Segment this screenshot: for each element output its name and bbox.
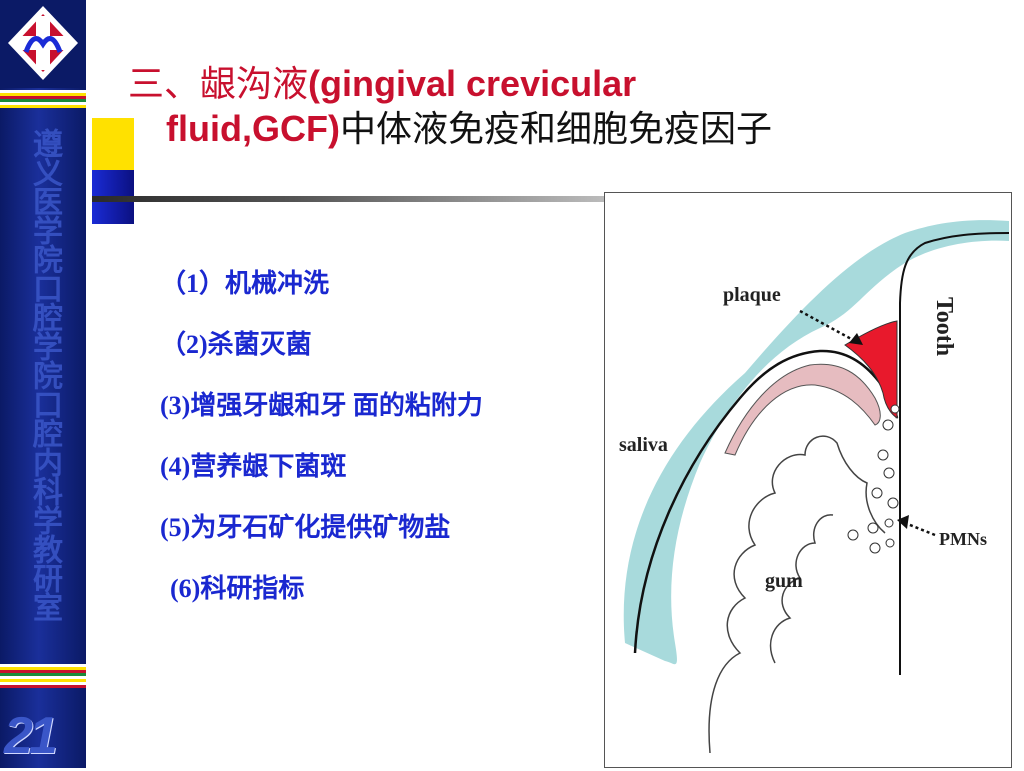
saliva-layer [623, 220, 1009, 665]
logo-icon [8, 6, 78, 80]
title-part2-en: fluid,GCF) [166, 108, 340, 149]
label-pmns: PMNs [939, 529, 987, 549]
title-deco-yellow [92, 118, 134, 170]
title-line-2: fluid,GCF)中体液免疫和细胞免疫因子 [128, 107, 1008, 152]
list-item: (5)为牙石矿化提供矿物盐 [160, 513, 451, 542]
title-part1-cn: 三、龈沟液 [128, 64, 309, 105]
pmn-cells [847, 404, 900, 554]
pmn-arrow [904, 521, 936, 537]
label-tooth: Tooth [931, 297, 957, 356]
list-item: (6)科研指标 [170, 574, 305, 603]
list-item: (3)增强牙龈和牙 面的粘附力 [160, 391, 483, 420]
sidebar: 遵义医学院口腔学院口腔内科学教研室 21 [0, 0, 86, 768]
function-list: （1）机械冲洗 （2)杀菌灭菌 (3)增强牙龈和牙 面的粘附力 (4)营养龈下菌… [160, 264, 483, 630]
gum-epithelium [724, 363, 881, 456]
label-plaque: plaque [723, 284, 781, 306]
crevice-diagram: plaque saliva gum PMNs Tooth [619, 220, 1010, 754]
list-item: （2)杀菌灭菌 [160, 330, 312, 359]
title-line-1: 三、龈沟液(gingival crevicular [128, 62, 1008, 107]
list-item: （1）机械冲洗 [160, 269, 330, 298]
title-part2-cn: 中体液免疫和细胞免疫因子 [339, 109, 772, 150]
label-saliva: saliva [619, 434, 668, 456]
tooth-outline [899, 232, 1010, 675]
stripe-group-top [0, 90, 86, 108]
sidebar-vertical-text: 遵义医学院口腔学院口腔内科学教研室 [27, 128, 62, 621]
title-part1-en: (gingival crevicular [308, 63, 637, 104]
gingival-crevice-figure: plaque saliva gum PMNs Tooth [604, 192, 1012, 768]
page-number: 21 [4, 707, 58, 765]
label-gum: gum [765, 570, 803, 592]
plaque-region [844, 320, 898, 419]
list-item: (4)营养龈下菌斑 [160, 452, 347, 481]
connective-tissue [708, 435, 886, 754]
title-underline [92, 196, 604, 202]
plaque-arrow [799, 309, 856, 343]
slide-title: 三、龈沟液(gingival crevicular fluid,GCF)中体液免… [128, 62, 1008, 152]
college-logo [0, 0, 86, 88]
connective-tissue [769, 514, 834, 664]
stripe-group-bottom [0, 664, 86, 688]
